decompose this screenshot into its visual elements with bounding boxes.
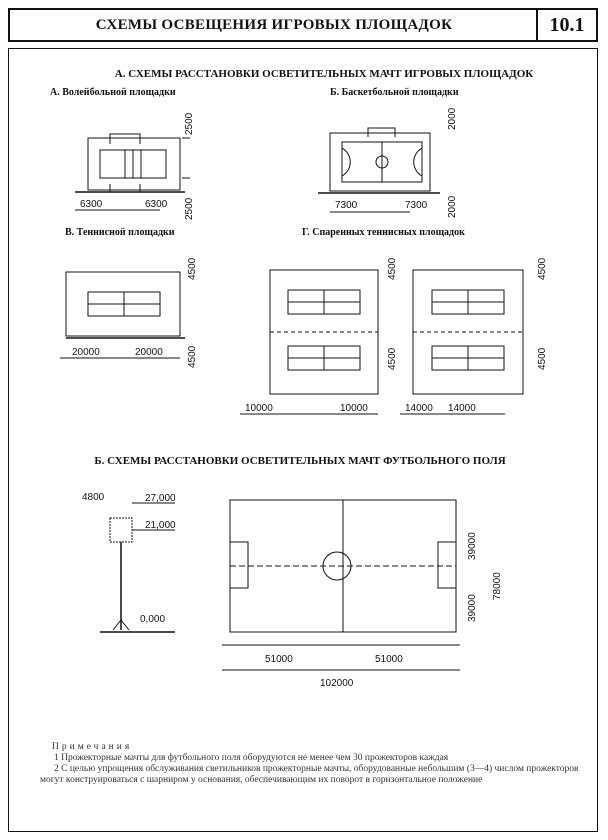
svg-text:2500: 2500 — [184, 112, 195, 135]
mast-elevation: 4800 27,000 21,000 0,000 — [82, 492, 176, 633]
volleyball-title: А. Волейбольной площадки — [50, 87, 176, 98]
paired-tennis-title: Г. Спаренных теннисных площадок — [302, 227, 465, 238]
svg-text:6300: 6300 — [80, 199, 103, 210]
svg-text:0,000: 0,000 — [140, 614, 165, 625]
svg-text:102000: 102000 — [320, 678, 354, 689]
svg-text:4800: 4800 — [82, 492, 105, 503]
svg-text:10000: 10000 — [245, 403, 273, 414]
basketball-scheme: 7300 7300 2000 2000 — [318, 107, 458, 218]
svg-text:4500: 4500 — [187, 257, 198, 280]
svg-text:4500: 4500 — [537, 347, 548, 370]
svg-text:20000: 20000 — [135, 347, 163, 358]
sheet-title: СХЕМЫ ОСВЕЩЕНИЯ ИГРОВЫХ ПЛОЩАДОК — [95, 17, 453, 33]
svg-text:2500: 2500 — [184, 197, 195, 220]
svg-text:78000: 78000 — [492, 572, 503, 600]
tennis-scheme: 20000 20000 4500 4500 — [60, 257, 198, 368]
svg-text:51000: 51000 — [265, 654, 293, 665]
svg-text:7300: 7300 — [335, 200, 358, 211]
svg-text:51000: 51000 — [375, 654, 403, 665]
svg-text:27,000: 27,000 — [145, 493, 176, 504]
section-a-title: А. СХЕМЫ РАССТАНОВКИ ОСВЕТИТЕЛЬНЫХ МАЧТ … — [115, 68, 533, 80]
svg-text:4500: 4500 — [387, 347, 398, 370]
note-item: 2 С целью упрощения обслуживания светиль… — [40, 764, 579, 785]
volleyball-scheme: 6300 6300 2500 2500 — [75, 112, 195, 220]
svg-text:4500: 4500 — [387, 257, 398, 280]
football-field-scheme: 51000 51000 102000 39000 39000 78000 — [222, 499, 503, 689]
tennis-title: В. Теннисной площадки — [65, 227, 175, 238]
sheet-header: СХЕМЫ ОСВЕЩЕНИЯ ИГРОВЫХ ПЛОЩАДОК 10.1 — [8, 8, 598, 42]
note-item: 1 Прожекторные мачты для футбольного пол… — [54, 753, 449, 763]
svg-text:20000: 20000 — [72, 347, 100, 358]
notes: Примечания 1 Прожекторные мачты для футб… — [40, 742, 580, 786]
svg-text:39000: 39000 — [467, 594, 478, 622]
basketball-title: Б. Баскетбольной площадки — [330, 87, 459, 98]
svg-text:2000: 2000 — [447, 107, 458, 130]
section-b-title: Б. СХЕМЫ РАССТАНОВКИ ОСВЕТИТЕЛЬНЫХ МАЧТ … — [94, 455, 505, 467]
svg-text:7300: 7300 — [405, 200, 428, 211]
sheet-number: 10.1 — [536, 10, 596, 40]
paired-tennis-scheme-left: 10000 10000 4500 4500 — [240, 257, 398, 415]
svg-text:21,000: 21,000 — [145, 520, 176, 531]
svg-text:6300: 6300 — [145, 199, 168, 210]
notes-heading: Примечания — [52, 742, 133, 752]
svg-text:39000: 39000 — [467, 532, 478, 560]
paired-tennis-scheme-right: 14000 14000 4500 4500 — [400, 257, 548, 415]
svg-text:10000: 10000 — [340, 403, 368, 414]
svg-text:2000: 2000 — [447, 195, 458, 218]
drawing-frame — [8, 48, 598, 832]
svg-text:4500: 4500 — [187, 345, 198, 368]
svg-text:4500: 4500 — [537, 257, 548, 280]
svg-text:14000: 14000 — [405, 403, 433, 414]
svg-text:14000: 14000 — [448, 403, 476, 414]
